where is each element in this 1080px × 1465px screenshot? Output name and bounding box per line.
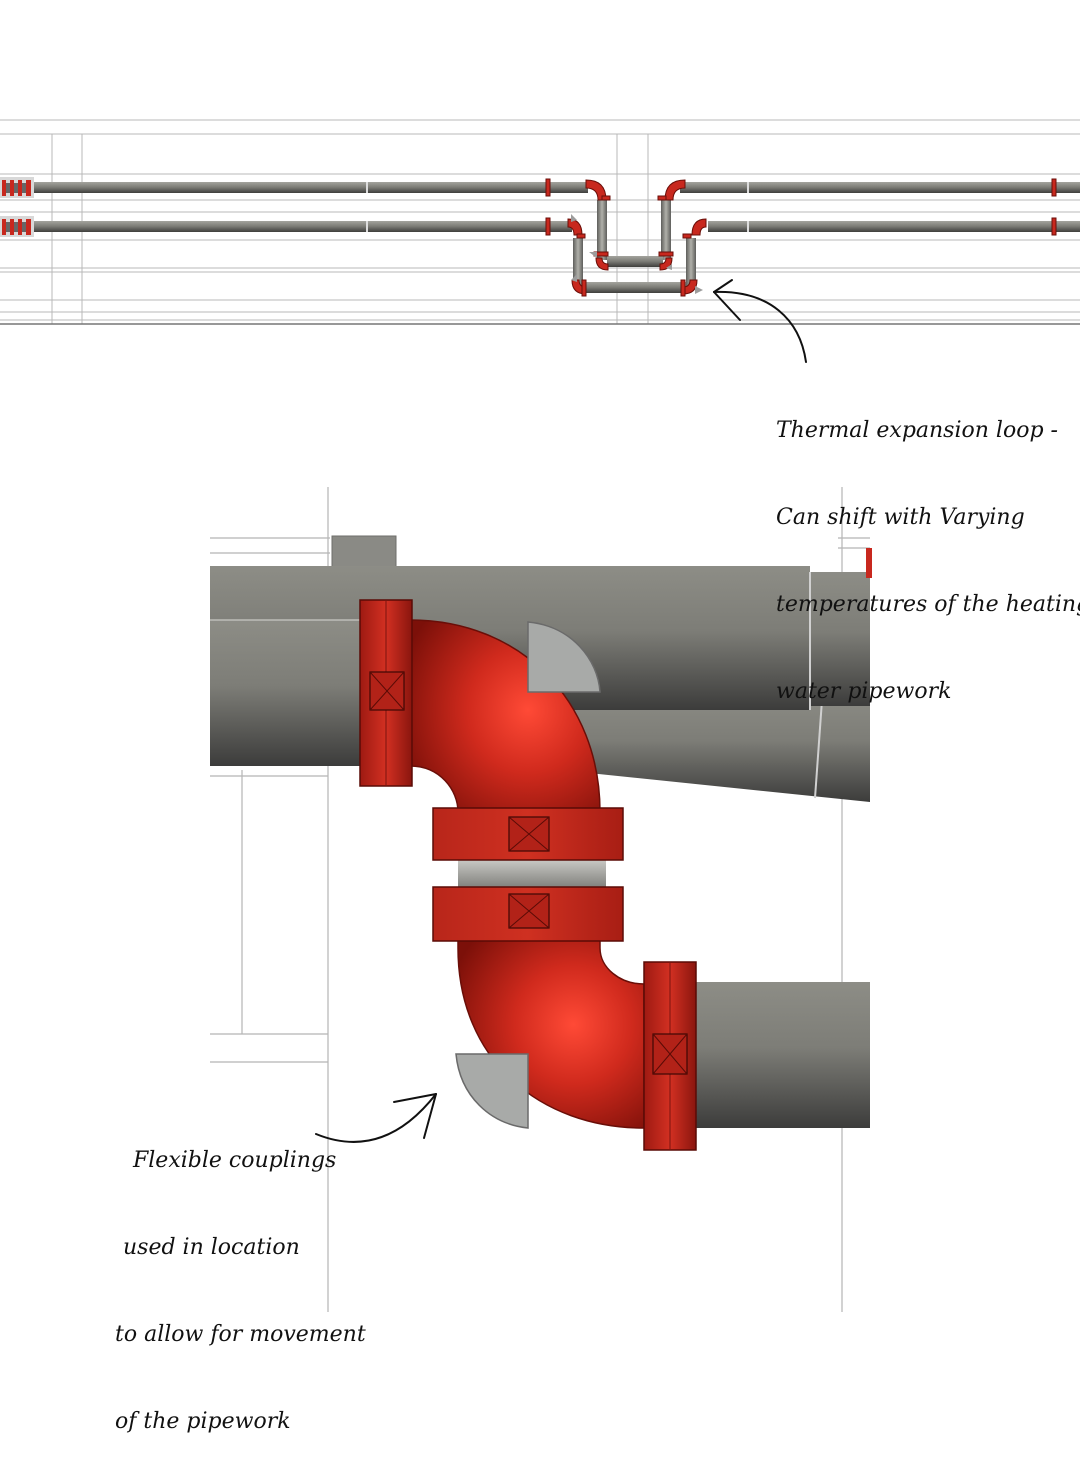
note-line: Thermal expansion loop - [776,418,1058,443]
detail-view [210,487,872,1312]
note-line: water pipework [776,679,952,704]
note-line: Can shift with Varying [776,505,1025,530]
note-line: Flexible couplings [133,1148,337,1173]
curved-arrow-icon [713,279,807,363]
pipework-diagram: Thermal expansion loop - Can shift with … [0,119,1080,1434]
right-flange [643,961,697,1151]
flexible-coupling-upper [432,807,624,861]
thermal-expansion-note: Thermal expansion loop - Can shift with … [776,358,1080,735]
flexible-coupling-lower [432,886,624,942]
curved-arrow-icon [315,1093,437,1143]
left-pipe [210,620,370,766]
lower-bracket [455,1053,529,1129]
pipe-spacer [458,860,606,890]
flexible-couplings-note: Flexible couplings used in location to a… [115,1088,366,1465]
diagram-canvas [0,119,1080,1312]
left-fittings [0,177,34,237]
note-line: used in location [123,1235,300,1260]
expansion-loop-small [545,178,1057,297]
lower-elbow [457,939,645,1129]
overview-plan [0,119,1080,363]
note-line: of the pipework [115,1409,291,1434]
upper-pipe-run [0,182,1080,193]
note-line: to allow for movement [115,1322,366,1347]
bottom-pipe [690,982,870,1128]
upper-bracket [527,621,601,693]
rear-pipe [560,690,870,802]
left-flange [359,599,413,787]
lower-pipe-run [0,221,1080,232]
upper-elbow [409,619,601,821]
note-line: temperatures of the heating [776,592,1080,617]
